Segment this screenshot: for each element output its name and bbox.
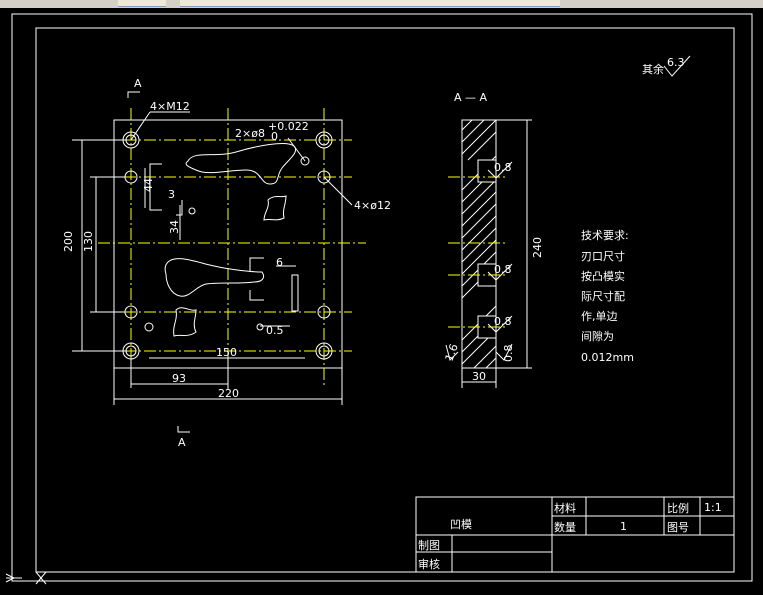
note-line: 间隙为 — [581, 329, 614, 343]
dowel-hole — [144, 322, 154, 332]
scale-label: 比例 — [667, 501, 689, 515]
die-opening-lower-piece — [173, 307, 197, 337]
roughness-0-8: 0.8 — [502, 345, 515, 363]
leader-line — [287, 137, 306, 162]
die-opening-lower — [164, 258, 265, 297]
dim-section-height: 240 — [531, 237, 544, 258]
roughness-symbol — [445, 344, 459, 361]
checked-by-label: 审核 — [418, 557, 440, 571]
die-opening-upper-piece — [263, 195, 287, 221]
section-label-top: A — [134, 77, 142, 90]
part-name: 凹模 — [450, 518, 472, 531]
toolbar-tab[interactable] — [180, 0, 560, 7]
dim-0-5: 0.5 — [266, 324, 284, 337]
roughness-symbol — [487, 315, 513, 333]
roughness-symbol — [495, 343, 513, 361]
threaded-hole — [315, 342, 333, 360]
cad-drawing-canvas[interactable]: A A 4×M12 2×ø8 +0.022 0 4×ø12 200 130 44… — [0, 8, 763, 595]
scale-value: 1:1 — [704, 501, 722, 514]
callout-clearance-holes: 4×ø12 — [354, 199, 391, 212]
slot-bracket — [176, 200, 183, 216]
dim-93: 93 — [172, 372, 186, 385]
threaded-hole — [315, 131, 333, 149]
leader-line — [323, 176, 353, 206]
roughness-0-8: 0.8 — [494, 161, 512, 174]
callout-dowel-holes: 2×ø8 — [235, 127, 265, 140]
dowel-hole — [300, 156, 310, 166]
section-outline — [461, 119, 497, 369]
clearance-hole — [317, 305, 331, 319]
note-line: 刃口尺寸 — [581, 249, 625, 263]
material-label: 材料 — [554, 501, 576, 515]
toolbar-strip — [0, 0, 763, 8]
dim-overall-width: 220 — [218, 387, 239, 400]
surface-finish-prefix: 其余 — [642, 62, 664, 76]
quantity-label: 数量 — [554, 521, 576, 534]
small-hole — [188, 207, 196, 215]
callout-threaded-holes: 4×M12 — [150, 100, 190, 113]
dim-44: 44 — [142, 178, 155, 192]
slot — [291, 274, 299, 312]
callout-dowel-tolerance: +0.022 — [268, 120, 309, 133]
technical-requirements: 技术要求: 刃口尺寸 按凸模实 际尺寸配 作,单边 间隙为 0.012mm — [581, 229, 634, 364]
small-hole — [256, 323, 264, 331]
section-view: A — A 240 30 — [443, 91, 544, 388]
callout-dowel-tolerance-lower: 0 — [271, 130, 278, 143]
dim-34: 34 — [168, 220, 181, 234]
section-label-bottom: A — [178, 436, 186, 449]
dim-overall-height: 200 — [62, 231, 75, 252]
inner-frame — [35, 27, 735, 573]
roughness-symbol — [487, 263, 513, 281]
section-view-title: A — A — [454, 91, 488, 104]
section-marker-bottom — [177, 426, 190, 433]
quantity-value: 1 — [620, 520, 627, 533]
ucs-axis-icon — [5, 571, 47, 585]
roughness-1-6: 1.6 — [443, 342, 461, 363]
dim-holes-spacing-y: 130 — [82, 231, 95, 252]
roughness-0-8: 0.8 — [494, 263, 512, 276]
clearance-hole — [317, 170, 331, 184]
roughness-symbol — [663, 55, 691, 77]
dim-3: 3 — [168, 188, 175, 201]
leader-line — [130, 111, 151, 141]
note-line: 0.012mm — [581, 351, 634, 364]
die-opening-upper — [185, 143, 296, 185]
roughness-symbol — [487, 161, 513, 179]
note-line: 际尺寸配 — [581, 289, 625, 303]
dim-holes-spacing-x: 150 — [216, 346, 237, 359]
note-line: 作,单边 — [581, 310, 618, 323]
outer-frame — [11, 13, 753, 582]
toolbar-tab[interactable] — [118, 0, 166, 7]
dim-6: 6 — [276, 256, 283, 269]
drawing-no-label: 图号 — [667, 521, 689, 534]
slot-bracket — [249, 290, 264, 301]
section-marker-top — [127, 91, 140, 98]
plan-view: A A 4×M12 2×ø8 +0.022 0 4×ø12 200 130 44… — [62, 77, 391, 449]
title-block: 凹模 材料 数量 1 比例 1:1 图号 制图 审核 — [415, 496, 735, 573]
surface-finish-value: 6.3 — [667, 56, 685, 69]
roughness-0-8: 0.8 — [494, 315, 512, 328]
slot-bracket — [149, 163, 162, 211]
note-line: 按凸模实 — [581, 269, 625, 283]
note-line: 技术要求: — [581, 229, 629, 242]
surface-finish-note: 其余 6.3 — [642, 55, 691, 77]
drawn-by-label: 制图 — [418, 539, 440, 552]
dim-section-thickness: 30 — [472, 370, 486, 383]
slot-bracket — [249, 257, 264, 272]
